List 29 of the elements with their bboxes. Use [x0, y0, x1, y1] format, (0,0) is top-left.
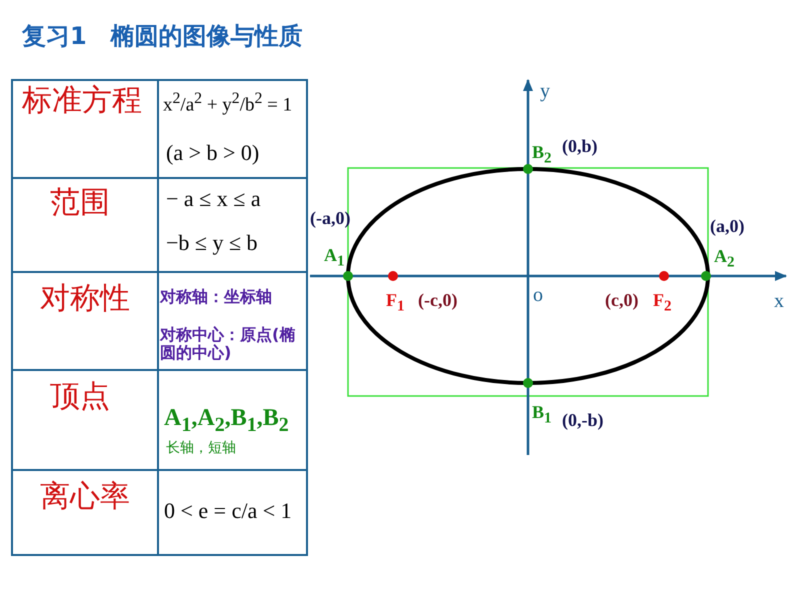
table-cell: 对称性	[40, 282, 130, 316]
axis-label: x	[774, 290, 784, 313]
coordinate-label: (c,0)	[605, 290, 638, 311]
point-label: F$_{2}$	[653, 290, 672, 316]
table-cell: A$_{1}$,A$_{2}$,B$_{1}$,B$_{2}$	[164, 405, 289, 437]
table-cell: − a ≤ x ≤ a	[166, 186, 261, 212]
table-cell: 长轴，短轴	[166, 440, 236, 456]
coordinate-label: (0,b)	[562, 136, 598, 157]
table-cell: 对称轴：坐标轴	[160, 288, 272, 306]
table-cell: (a > b > 0)	[166, 140, 260, 166]
point-label: A$_{2}$	[714, 246, 734, 272]
point-label: A$_{1}$	[324, 245, 344, 271]
table-cell: 范围	[50, 186, 110, 220]
table-cell: −b ≤ y ≤ b	[166, 230, 258, 256]
slide-title: 复习1 椭圆的图像与性质	[22, 21, 303, 52]
table-cell: x$^{2}$/a$^{2}$ + y$^{2}$/b$^{2}$ = 1	[163, 90, 292, 116]
table-cell: 顶点	[50, 380, 110, 414]
origin-label: o	[533, 284, 543, 307]
table-cell: 0 < e = c/a < 1	[164, 498, 292, 524]
axis-label: y	[540, 80, 550, 103]
coordinate-label: (-c,0)	[418, 290, 458, 311]
coordinate-label: (0,-b)	[562, 410, 604, 431]
table-cell-text: 对称中心：原点(椭圆的中心)	[160, 326, 296, 363]
coordinate-label: (a,0)	[710, 216, 744, 237]
point-label: F$_{1}$	[386, 290, 404, 316]
point-label: B$_{2}$	[532, 142, 552, 168]
table-cell: 标准方程	[22, 84, 142, 118]
point-label: B$_{1}$	[532, 402, 552, 428]
table-cell: 离心率	[40, 480, 130, 514]
